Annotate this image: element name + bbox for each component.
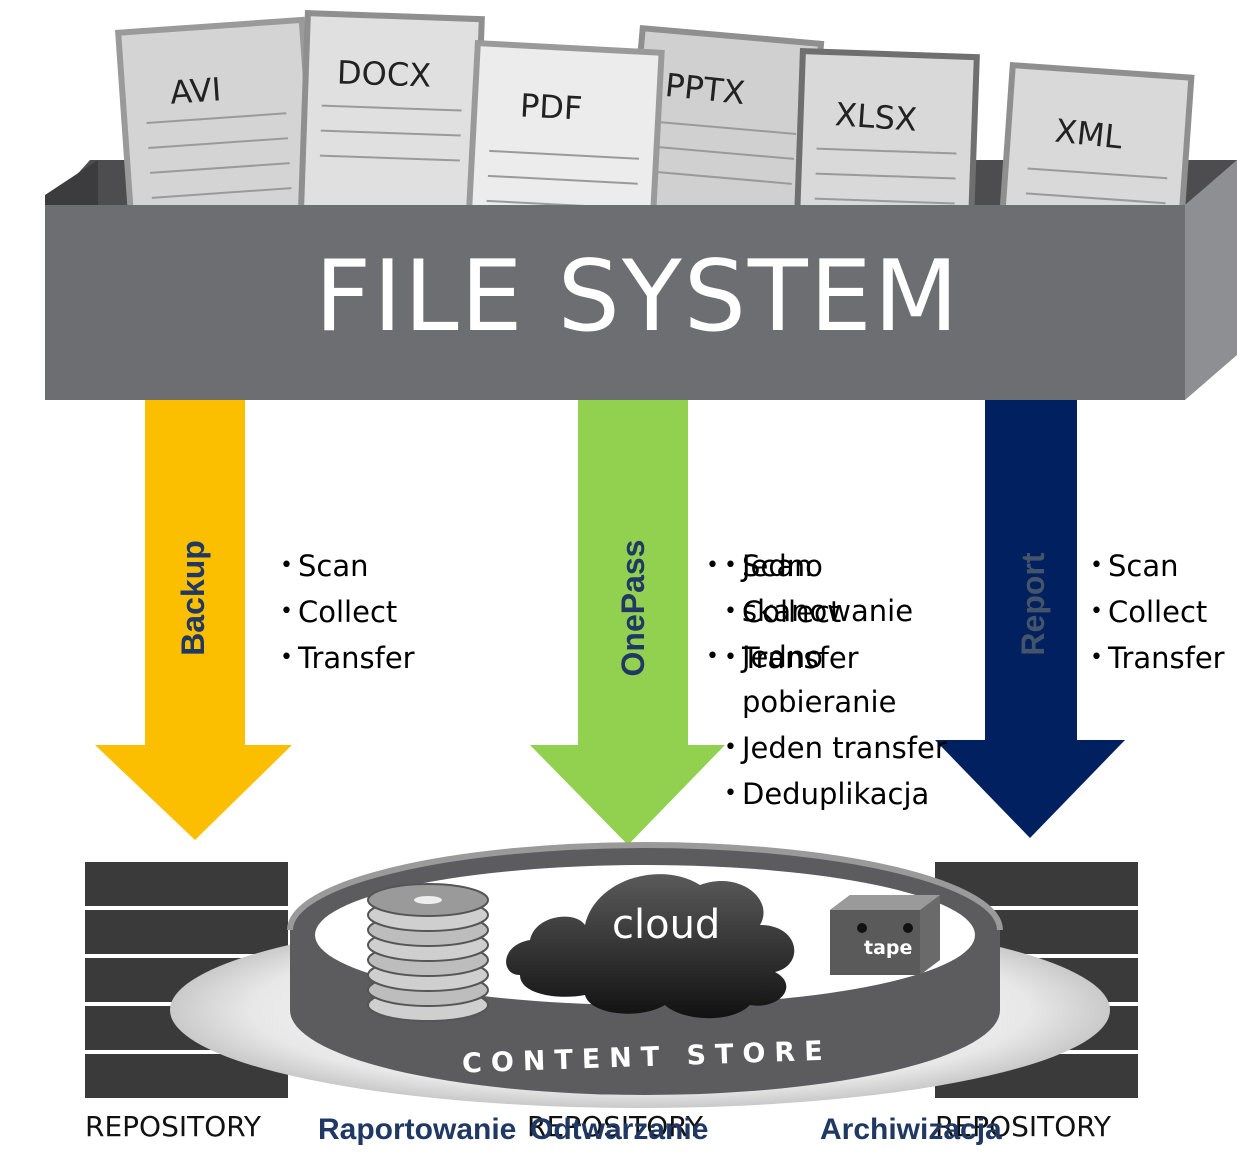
bullet-item: Collect: [280, 589, 415, 635]
file-page-avi: [115, 16, 319, 231]
repository-label-left: REPOSITORY: [85, 1110, 262, 1143]
onepass-overlay-bullets: Jedno skanowanie Jedno pobieranie Jeden …: [724, 543, 964, 817]
bullet-item: Jedno pobieranie: [724, 634, 964, 725]
cloud-icon: [506, 874, 795, 1019]
backup-arrow: [95, 400, 292, 840]
content-store-rim: [287, 842, 1003, 931]
bullet-item: Transfer: [280, 635, 415, 681]
file-page-pdf: [464, 40, 665, 251]
bottom-label-reporting: Raportowanie: [318, 1113, 517, 1146]
file-box-front: [45, 205, 1185, 400]
file-system-title: FILE SYSTEM: [314, 240, 961, 354]
onepass-arrow: [530, 400, 725, 845]
bottom-label-archive: Archiwizacja: [820, 1113, 1002, 1146]
bullet-item: Deduplikacja: [724, 771, 964, 817]
onepass-label: OnePass: [615, 539, 651, 677]
bullet-item: Transfer: [1090, 635, 1225, 681]
bullet-item: Jedno skanowanie: [724, 543, 964, 634]
tape-icon: [830, 895, 940, 975]
file-page-docx: [297, 10, 485, 227]
file-page-xlsx: [793, 48, 980, 245]
file-page-pptx: [622, 25, 825, 241]
file-label-xml: XML: [1053, 111, 1125, 157]
bottom-label-restore: Odtwarzanie: [530, 1113, 709, 1146]
disk-stack-icon: [367, 883, 489, 1022]
file-box-side: [1185, 160, 1237, 400]
file-label-xlsx: XLSX: [833, 95, 919, 139]
backup-bullets: Scan Collect Transfer: [280, 543, 415, 681]
repository-label-center: REPOSITORY: [527, 1110, 704, 1143]
bullet-item: Jeden transfer: [724, 725, 964, 771]
report-bullets: Scan Collect Transfer: [1090, 543, 1225, 681]
file-box-left-rim: [45, 160, 98, 205]
file-label-pdf: PDF: [519, 86, 584, 128]
report-label: Report: [1015, 552, 1051, 656]
bullet-item: Scan: [1090, 543, 1225, 589]
repository-label-right: REPOSITORY: [935, 1110, 1112, 1143]
bullet-item: Collect: [1090, 589, 1225, 635]
file-label-avi: AVI: [168, 70, 223, 112]
report-arrow: [935, 400, 1125, 838]
cloud-label: cloud: [612, 902, 721, 948]
tape-label: tape: [864, 937, 913, 959]
backup-label: Backup: [175, 540, 211, 656]
file-label-docx: DOCX: [336, 53, 432, 95]
bullet-item: Scan: [280, 543, 415, 589]
